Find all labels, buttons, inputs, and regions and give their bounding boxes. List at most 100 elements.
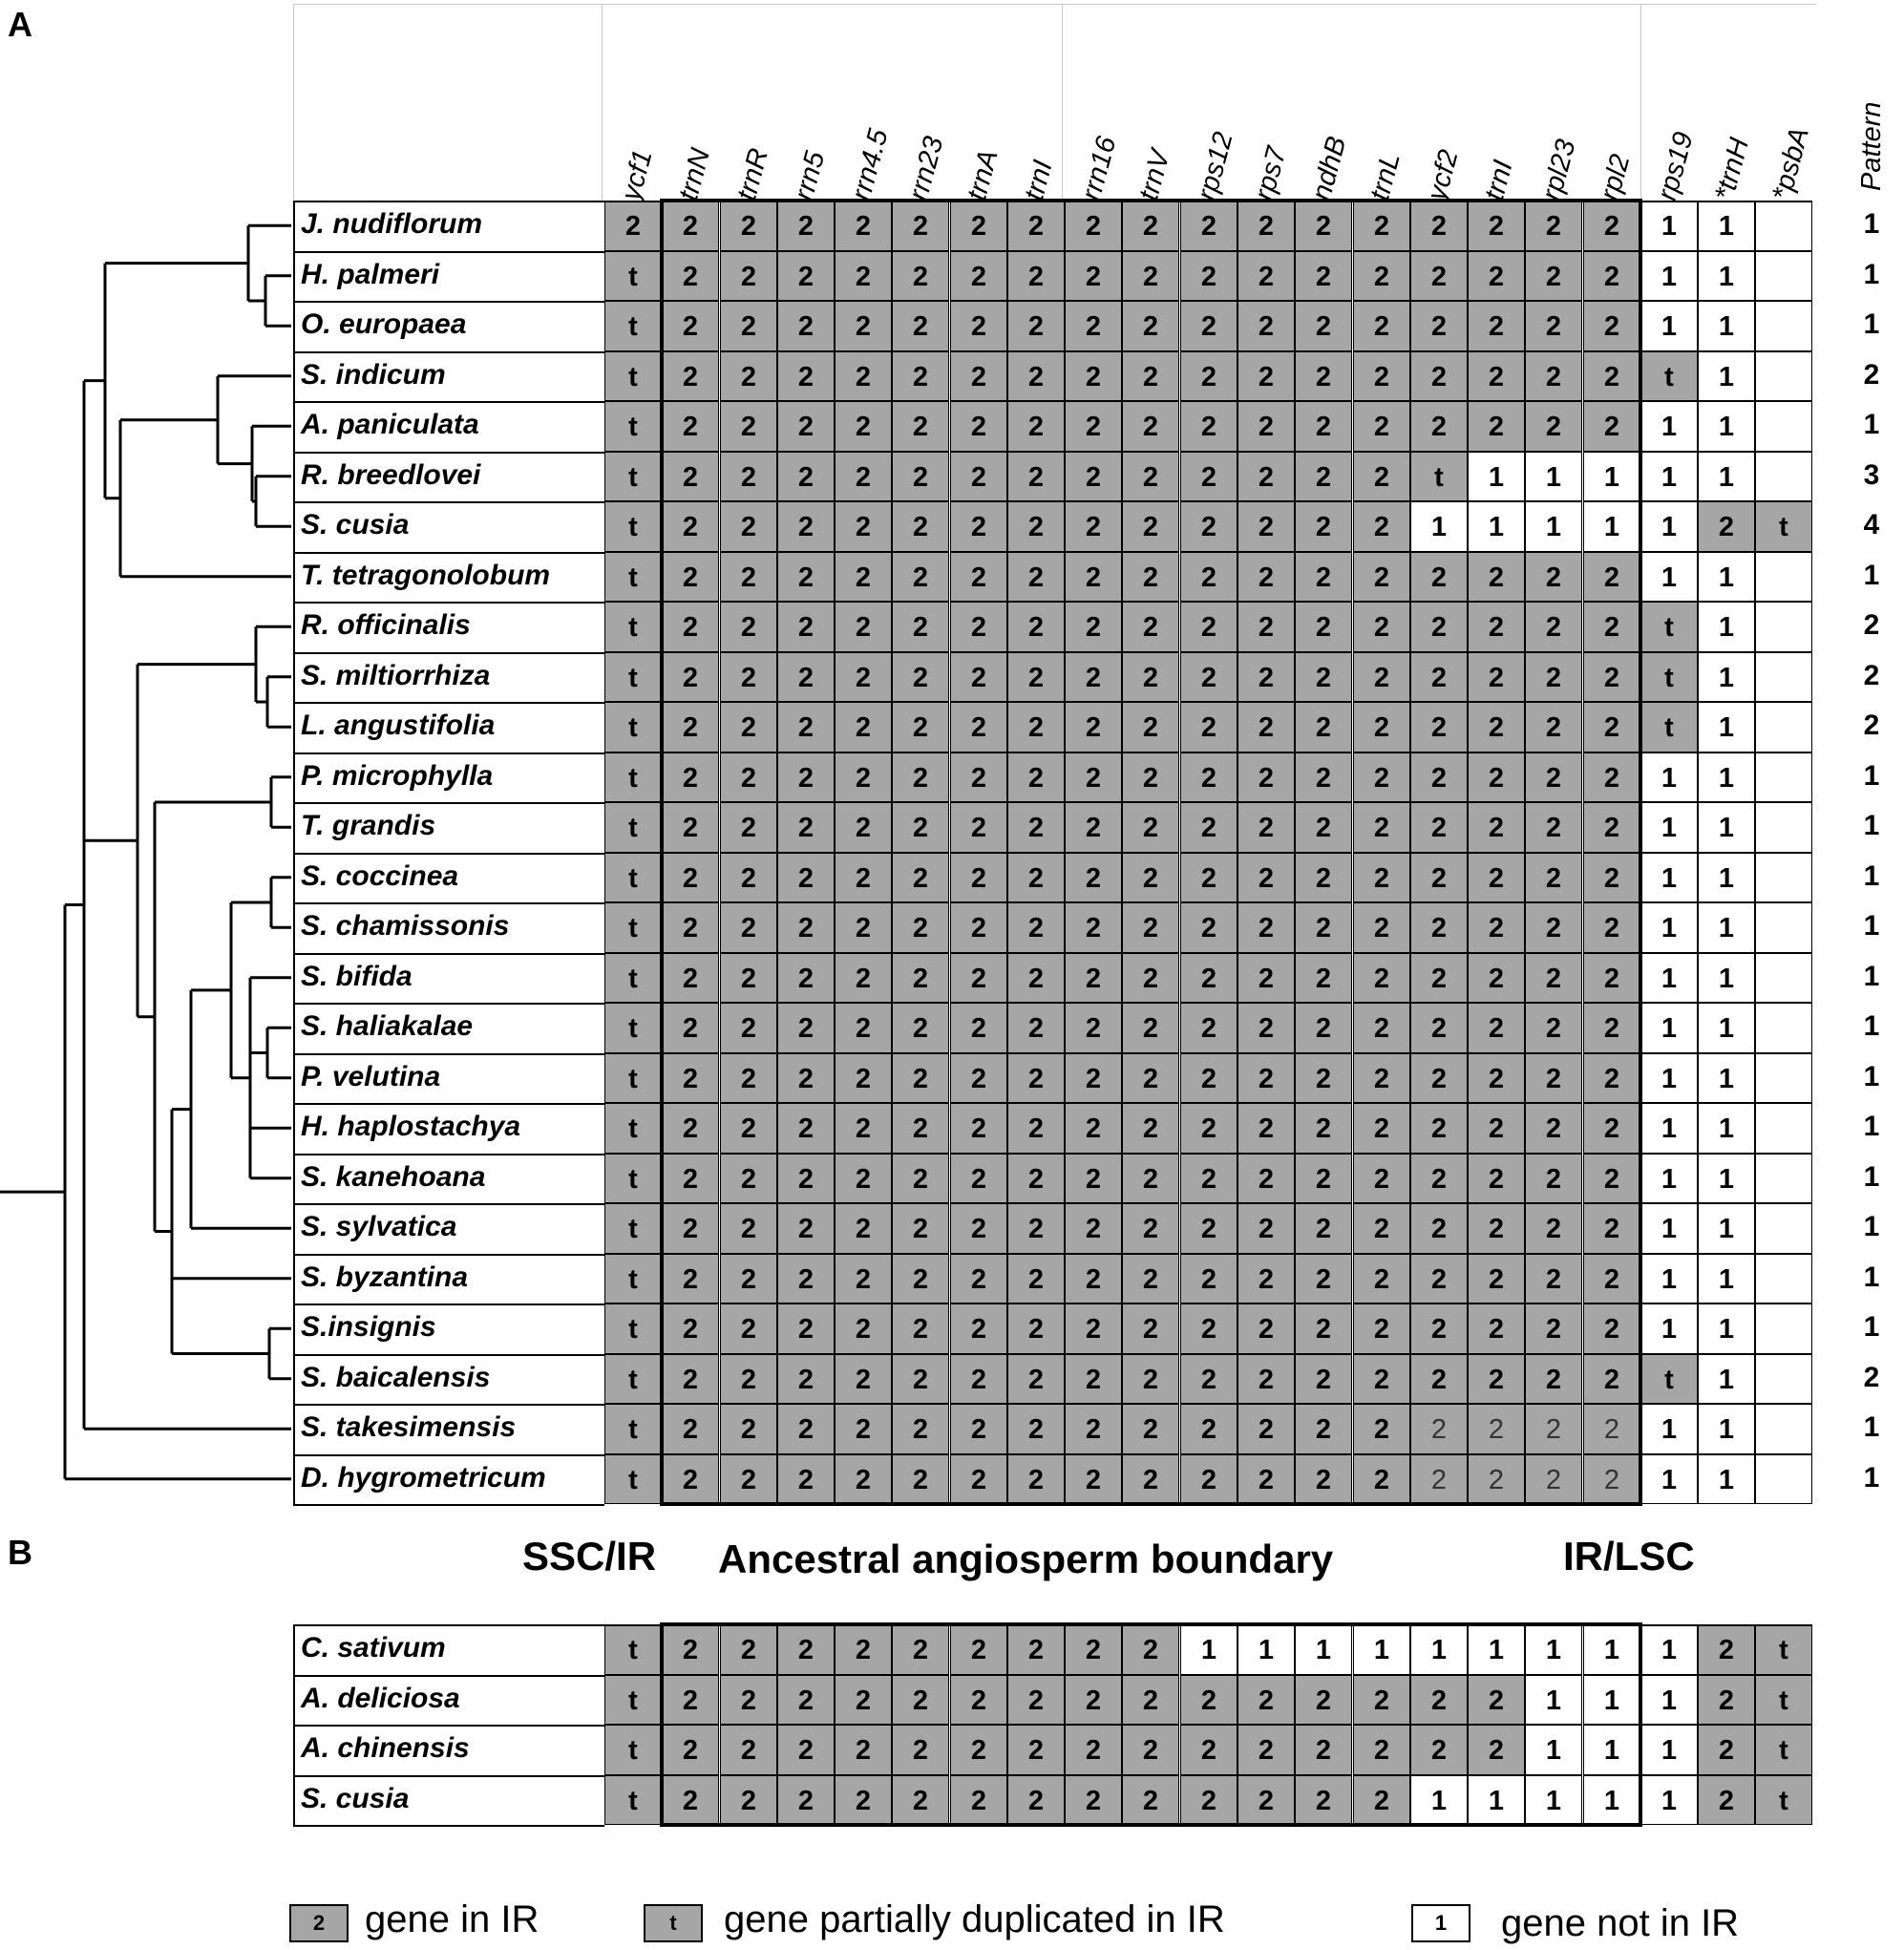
ir-cell: 2 bbox=[1410, 1003, 1468, 1053]
species-label: A. deliciosa bbox=[301, 1682, 460, 1714]
row-divider bbox=[293, 1203, 604, 1205]
ir-cell: 2 bbox=[1525, 852, 1582, 902]
species-label: D. hygrometricum bbox=[301, 1461, 546, 1494]
ir-cell: 2 bbox=[1353, 651, 1410, 702]
ir-cell: 2 bbox=[1410, 702, 1468, 752]
ir-cell: t bbox=[604, 301, 662, 351]
ir-cell: 2 bbox=[1180, 451, 1238, 501]
pattern-value: 2 bbox=[1863, 1361, 1880, 1393]
ir-cell: 2 bbox=[835, 401, 892, 452]
ir-cell: 2 bbox=[950, 1103, 1007, 1154]
ir-cell: 2 bbox=[1007, 551, 1065, 602]
ir-cell: 2 bbox=[950, 1052, 1007, 1103]
ir-cell: 1 bbox=[1698, 301, 1755, 351]
ir-cell bbox=[1755, 1153, 1812, 1203]
pattern-value: 4 bbox=[1863, 509, 1880, 540]
ir-cell: 2 bbox=[1295, 350, 1352, 401]
ir-cell: 2 bbox=[1065, 952, 1122, 1003]
ir-cell: t bbox=[1640, 702, 1698, 752]
ir-cell: 2 bbox=[1353, 752, 1410, 802]
ir-cell: 2 bbox=[1525, 802, 1582, 853]
species-label: S. byzantina bbox=[301, 1261, 469, 1293]
ir-cell: 2 bbox=[950, 902, 1007, 953]
ir-cell: 1 bbox=[1698, 1003, 1755, 1053]
ir-cell: 2 bbox=[1007, 201, 1065, 251]
legend-text-not-in-ir: gene not in IR bbox=[1501, 1902, 1740, 1944]
ir-cell: 2 bbox=[1468, 301, 1525, 351]
ir-cell: 2 bbox=[777, 1103, 835, 1154]
ir-cell: 2 bbox=[1238, 350, 1295, 401]
pattern-value: 1 bbox=[1863, 910, 1880, 942]
ir-cell: 2 bbox=[1238, 551, 1295, 602]
pattern-value: 1 bbox=[1863, 1160, 1880, 1193]
ir-cell: 1 bbox=[1640, 1253, 1698, 1304]
ir-cell: 2 bbox=[950, 702, 1007, 752]
ir-cell: 1 bbox=[1640, 1103, 1698, 1154]
ir-cell: 2 bbox=[835, 250, 892, 301]
ir-cell: 2 bbox=[1007, 802, 1065, 853]
ir-cell: 2 bbox=[892, 451, 949, 501]
ir-cell: 2 bbox=[950, 1003, 1007, 1053]
ir-cell: 2 bbox=[777, 250, 835, 301]
row-divider bbox=[293, 902, 604, 904]
ir-cell: 2 bbox=[892, 401, 949, 452]
ir-cell: 2 bbox=[1180, 501, 1238, 552]
ir-cell: 2 bbox=[1525, 1103, 1582, 1154]
ir-cell: 2 bbox=[1180, 802, 1238, 853]
ir-cell: 1 bbox=[1698, 802, 1755, 853]
ir-cell: 2 bbox=[1238, 1003, 1295, 1053]
row-divider bbox=[293, 1353, 604, 1356]
ir-cell: 2 bbox=[1295, 301, 1352, 351]
ir-cell: 2 bbox=[777, 902, 835, 953]
ir-cell: 2 bbox=[1295, 802, 1352, 853]
ir-cell: 2 bbox=[950, 852, 1007, 902]
ir-cell: 2 bbox=[892, 551, 949, 602]
ir-cell: 2 bbox=[662, 702, 719, 752]
ir-cell: 2 bbox=[892, 602, 949, 652]
ir-cell bbox=[1755, 451, 1812, 501]
ir-cell: 2 bbox=[1180, 201, 1238, 251]
species-label: S. cusia bbox=[301, 1782, 410, 1814]
species-label: H. palmeri bbox=[301, 258, 440, 290]
ir-cell: 2 bbox=[1180, 401, 1238, 452]
ir-cell: 1 bbox=[1583, 451, 1640, 501]
species-label: S. kanehoana bbox=[301, 1160, 486, 1193]
ir-cell: 1 bbox=[1698, 1153, 1755, 1203]
species-label: P. microphylla bbox=[301, 759, 494, 792]
pattern-value: 1 bbox=[1863, 258, 1880, 290]
pattern-value: 1 bbox=[1863, 1010, 1880, 1042]
ir-cell: 2 bbox=[1353, 401, 1410, 452]
pattern-value: 1 bbox=[1863, 559, 1880, 591]
ir-cell: 2 bbox=[1122, 852, 1179, 902]
ir-cell: 2 bbox=[1180, 350, 1238, 401]
ir-cell: 2 bbox=[892, 1103, 949, 1154]
ir-cell bbox=[1755, 1304, 1812, 1354]
ir-cell: 2 bbox=[1065, 752, 1122, 802]
ir-cell: 1 bbox=[1698, 1453, 1755, 1504]
legend-text-partial: gene partially duplicated in IR bbox=[724, 1898, 1225, 1940]
row-divider bbox=[293, 551, 604, 554]
ir-cell: t bbox=[1755, 1624, 1812, 1675]
ir-cell: 2 bbox=[720, 1003, 777, 1053]
ir-cell: t bbox=[604, 1353, 662, 1404]
ir-cell: 2 bbox=[1410, 401, 1468, 452]
ir-cell bbox=[1755, 852, 1812, 902]
ir-cell: 1 bbox=[1698, 1203, 1755, 1254]
ir-cell: 2 bbox=[1295, 250, 1352, 301]
ir-cell: t bbox=[604, 551, 662, 602]
pattern-value: 1 bbox=[1863, 1261, 1880, 1293]
ir-cell: 2 bbox=[1295, 1052, 1352, 1103]
pattern-value: 1 bbox=[1863, 759, 1880, 792]
ir-cell: 2 bbox=[1065, 651, 1122, 702]
pattern-value: 2 bbox=[1863, 358, 1880, 391]
ir-cell: 2 bbox=[662, 1003, 719, 1053]
row-divider bbox=[293, 802, 604, 804]
ir-cell: 2 bbox=[1583, 250, 1640, 301]
ir-cell: 1 bbox=[1698, 702, 1755, 752]
ir-cell: 2 bbox=[892, 902, 949, 953]
ir-cell: 2 bbox=[1525, 401, 1582, 452]
ir-cell: 2 bbox=[1468, 401, 1525, 452]
ir-cell: 2 bbox=[1295, 651, 1352, 702]
ir-cell: 2 bbox=[662, 501, 719, 552]
ir-cell: 1 bbox=[1698, 651, 1755, 702]
